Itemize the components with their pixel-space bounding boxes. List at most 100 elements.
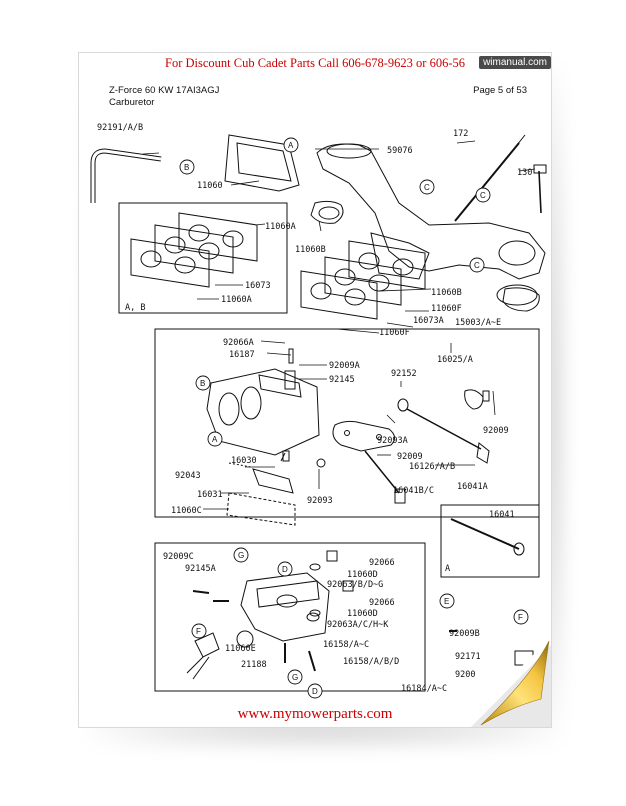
part-number-label: 16184/A~C bbox=[401, 684, 447, 694]
callout-e-1: E bbox=[439, 593, 455, 609]
part-number-label: C bbox=[474, 261, 480, 270]
part-number-label: 92009B bbox=[449, 629, 480, 639]
watermark-badge: wimanual.com bbox=[479, 56, 551, 69]
bolt-172 bbox=[454, 142, 520, 222]
document-page: For Discount Cub Cadet Parts Call 606-67… bbox=[78, 52, 552, 728]
callout-g-2: G bbox=[287, 669, 303, 685]
part-number-label: 11060F bbox=[379, 328, 410, 338]
part-number-label: 92066 bbox=[369, 598, 395, 608]
part-number-label: C bbox=[480, 191, 486, 200]
page-number: Page 5 of 53 bbox=[473, 85, 527, 96]
leader-lines bbox=[142, 140, 536, 510]
part-number-label: 92009A bbox=[329, 361, 360, 371]
callout-d-1: D bbox=[277, 561, 293, 577]
callout-a-2: A bbox=[207, 431, 223, 447]
part-number-label: 16158/A~C bbox=[323, 640, 369, 650]
callout-b-2: B bbox=[195, 375, 211, 391]
part-number-label: 92066A bbox=[223, 338, 254, 348]
carburetor-exploded-diagram: 92191/A/B 172 59076 130 11060 11060A 160… bbox=[90, 123, 547, 699]
float-bowl bbox=[240, 572, 330, 642]
part-number-label: 16025/A bbox=[437, 355, 473, 365]
callout-c-3: C bbox=[469, 257, 485, 273]
part-number-label: A bbox=[212, 435, 218, 444]
footer-url[interactable]: www.mymowerparts.com bbox=[237, 706, 393, 722]
part-number-label: 92009 bbox=[397, 452, 423, 462]
callout-markers: A B C C C B A G D F G D E F bbox=[179, 137, 529, 699]
part-number-label: D bbox=[282, 565, 288, 574]
callout-g-1: G bbox=[233, 547, 249, 563]
part-number-label: A, B bbox=[125, 303, 145, 313]
part-number-label: 16041 bbox=[489, 510, 515, 520]
part-number-label: 21188 bbox=[241, 660, 267, 670]
intake-manifold bbox=[316, 143, 546, 280]
part-number-label: 16126/A/B bbox=[409, 462, 455, 472]
box-16041 bbox=[440, 504, 540, 578]
callout-c-1: C bbox=[419, 179, 435, 195]
part-number-label: 92145 bbox=[329, 375, 355, 385]
part-number-label: 92063A/C/H~K bbox=[327, 620, 389, 630]
callout-a-1: A bbox=[283, 137, 299, 153]
part-number-label: A bbox=[445, 564, 450, 574]
part-number-label: 11060B bbox=[295, 245, 326, 255]
part-number-label: 92093 bbox=[307, 496, 333, 506]
part-number-label: B bbox=[200, 379, 205, 388]
part-number-label: 16158/A/B/D bbox=[343, 657, 399, 667]
part-number-label: 11060C bbox=[171, 506, 202, 516]
part-number-label: 92009C bbox=[163, 552, 194, 562]
part-number-label: 16030 bbox=[231, 456, 257, 466]
callout-d-2: D bbox=[307, 683, 323, 699]
part-number-label: 16187 bbox=[229, 350, 255, 360]
part-number-label: 16073 bbox=[245, 281, 271, 291]
part-number-label: B bbox=[184, 163, 189, 172]
part-number-label: 92152 bbox=[391, 369, 417, 379]
carburetor-body bbox=[206, 368, 320, 456]
solenoid bbox=[194, 632, 220, 658]
gasket-11060 bbox=[224, 134, 300, 192]
part-number-label: 16041A bbox=[457, 482, 488, 492]
part-number-label: F bbox=[518, 613, 523, 622]
part-number-label: E bbox=[444, 597, 449, 606]
part-number-label: 92009 bbox=[483, 426, 509, 436]
callout-b-1: B bbox=[179, 159, 195, 175]
part-number-label: C bbox=[424, 183, 430, 192]
part-number-label: D bbox=[312, 687, 318, 696]
part-number-label: 92145A bbox=[185, 564, 216, 574]
part-number-label: G bbox=[292, 673, 298, 682]
box-float-bowl bbox=[154, 542, 426, 692]
model-title: Z-Force 60 KW 17AI3AGJ bbox=[109, 85, 220, 96]
box-ab bbox=[118, 202, 288, 314]
part-number-label: 11060 bbox=[197, 181, 223, 191]
part-number-label: A bbox=[288, 141, 294, 150]
part-number-label: 11060A bbox=[221, 295, 252, 305]
callout-f-1: F bbox=[191, 623, 207, 639]
part-number-label: 92191/A/B bbox=[97, 123, 143, 133]
page-header-left: Z-Force 60 KW 17AI3AGJ Carburetor bbox=[109, 85, 219, 109]
section-title: Carburetor bbox=[109, 97, 155, 108]
part-number-label: 92066 bbox=[369, 558, 395, 568]
part-number-label: 92063/B/D~G bbox=[327, 580, 383, 590]
part-number-label: 130 bbox=[517, 168, 532, 178]
box-carburetor bbox=[154, 328, 540, 518]
part-number-label: 16073A bbox=[413, 316, 444, 326]
part-number-label: 11060D bbox=[347, 570, 378, 580]
part-number-label: 11060B bbox=[431, 288, 462, 298]
part-number-label: 172 bbox=[453, 129, 468, 139]
part-number-label: 9200 bbox=[455, 670, 475, 680]
part-number-label: 11060F bbox=[431, 304, 462, 314]
part-number-label: 15003/A~E bbox=[455, 318, 501, 328]
page-curl bbox=[461, 637, 551, 727]
callout-f-2: F bbox=[513, 609, 529, 625]
part-number-label: 11060A bbox=[265, 222, 296, 232]
throttle-shaft bbox=[406, 408, 482, 450]
promo-banner[interactable]: For Discount Cub Cadet Parts Call 606-67… bbox=[165, 56, 465, 70]
part-number-label: F bbox=[196, 627, 201, 636]
part-number-label: 16031 bbox=[197, 490, 223, 500]
part-number-label: 92171 bbox=[455, 652, 481, 662]
part-number-label: G bbox=[238, 551, 244, 560]
part-labels: 92191/A/B 172 59076 130 11060 11060A 160… bbox=[97, 123, 532, 694]
part-number-label: 11060D bbox=[347, 609, 378, 619]
callout-c-2: C bbox=[475, 187, 491, 203]
part-number-label: 16041B/C bbox=[393, 486, 434, 496]
part-number-label: 92093A bbox=[377, 436, 408, 446]
part-number-label: 11060E bbox=[225, 644, 256, 654]
